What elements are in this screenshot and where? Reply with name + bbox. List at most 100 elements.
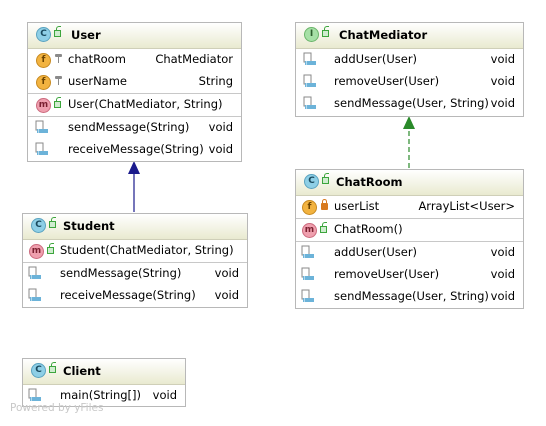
svg-text:J: J <box>303 298 305 303</box>
abstract-method-icon: J <box>301 245 314 259</box>
abstract-method-icon: J <box>35 120 48 134</box>
field-row[interactable]: f userName String <box>28 71 241 93</box>
return-type: void <box>214 266 239 280</box>
class-icon: C <box>304 174 319 189</box>
return-type: void <box>152 388 177 402</box>
constructor-signature: Student(ChatMediator, String) <box>60 243 234 257</box>
method-signature: main(String[]) <box>60 388 141 402</box>
svg-text:J: J <box>303 276 305 281</box>
return-type: void <box>490 52 515 66</box>
inheritance-arrowhead <box>128 161 140 174</box>
svg-text:J: J <box>305 83 307 88</box>
constructor-row[interactable]: m User(ChatMediator, String) <box>28 93 241 116</box>
constructor-row[interactable]: m Student(ChatMediator, String) <box>23 240 247 262</box>
method-signature: addUser(User) <box>334 245 418 259</box>
field-row[interactable]: f chatRoom ChatMediator <box>28 49 241 71</box>
method-icon: m <box>29 244 44 259</box>
abstract-method-icon: J <box>28 266 41 280</box>
public-visibility-icon <box>322 173 329 184</box>
svg-text:J: J <box>305 105 307 110</box>
interface-name: ChatMediator <box>339 28 428 42</box>
constructor-signature: ChatRoom() <box>334 222 403 236</box>
package-visibility-icon <box>55 76 62 85</box>
constructor-row[interactable]: m ChatRoom() <box>296 218 523 241</box>
class-header: C ChatRoom <box>296 170 523 196</box>
return-type: void <box>490 96 515 110</box>
class-student[interactable]: C Student m Student(ChatMediator, String… <box>22 213 248 308</box>
method-row[interactable]: J removeUser(User) void <box>296 264 523 286</box>
field-type: String <box>198 74 233 88</box>
constructor-signature: User(ChatMediator, String) <box>68 97 223 111</box>
method-row[interactable]: J sendMessage(User, String) void <box>296 93 523 115</box>
return-type: void <box>490 267 515 281</box>
interface-chatmediator[interactable]: I ChatMediator J addUser(User) void J re… <box>295 22 524 117</box>
class-header: C User <box>28 23 241 49</box>
abstract-method-icon: J <box>28 288 41 302</box>
class-client[interactable]: C Client J main(String[]) void <box>22 358 186 407</box>
method-row[interactable]: J main(String[]) void <box>23 385 185 407</box>
class-user[interactable]: C User f chatRoom ChatMediator f userNam… <box>27 22 242 162</box>
field-name: userList <box>334 199 380 213</box>
method-signature: removeUser(User) <box>334 267 440 281</box>
return-type: void <box>490 289 515 303</box>
class-header: C Student <box>23 214 247 240</box>
field-name: userName <box>68 74 128 88</box>
public-visibility-icon <box>322 26 329 37</box>
method-row[interactable]: J receiveMessage(String) void <box>23 285 247 307</box>
field-name: chatRoom <box>68 52 126 66</box>
abstract-method-icon: J <box>301 267 314 281</box>
class-name: Client <box>63 364 101 378</box>
return-type: void <box>208 120 233 134</box>
interface-icon: I <box>304 27 319 42</box>
public-visibility-icon <box>47 243 54 254</box>
method-row[interactable]: J addUser(User) void <box>296 241 523 264</box>
method-row[interactable]: J receiveMessage(String) void <box>28 139 241 161</box>
public-visibility-icon <box>49 362 56 373</box>
svg-text:J: J <box>303 254 305 259</box>
field-type: ChatMediator <box>155 52 233 66</box>
public-visibility-icon <box>320 222 327 233</box>
class-name: User <box>71 28 101 42</box>
abstract-method-icon: J <box>303 96 316 110</box>
private-lock-icon <box>321 199 328 210</box>
return-type: void <box>490 74 515 88</box>
method-signature: removeUser(User) <box>334 74 440 88</box>
abstract-method-icon: J <box>303 52 316 66</box>
package-visibility-icon <box>55 54 62 63</box>
return-type: void <box>208 142 233 156</box>
svg-text:J: J <box>30 275 32 280</box>
method-row[interactable]: J sendMessage(String) void <box>23 262 247 285</box>
class-icon: C <box>36 27 51 42</box>
return-type: void <box>490 245 515 259</box>
svg-text:J: J <box>30 297 32 302</box>
method-row[interactable]: J addUser(User) void <box>296 49 523 71</box>
method-row[interactable]: J removeUser(User) void <box>296 71 523 93</box>
field-icon: f <box>302 200 317 215</box>
method-signature: sendMessage(User, String) <box>334 96 489 110</box>
method-icon: m <box>302 223 317 238</box>
realization-arrowhead <box>403 116 415 129</box>
field-icon: f <box>36 75 51 90</box>
class-name: ChatRoom <box>336 175 403 189</box>
class-icon: C <box>31 363 46 378</box>
field-icon: f <box>36 53 51 68</box>
public-visibility-icon <box>54 97 61 108</box>
field-type: ArrayList<User> <box>418 199 515 213</box>
method-row[interactable]: J sendMessage(String) void <box>28 116 241 139</box>
abstract-method-icon: J <box>303 74 316 88</box>
method-signature: receiveMessage(String) <box>68 142 204 156</box>
method-signature: sendMessage(String) <box>68 120 190 134</box>
abstract-method-icon: J <box>28 388 41 402</box>
method-signature: receiveMessage(String) <box>60 288 196 302</box>
public-visibility-icon <box>49 217 56 228</box>
method-signature: sendMessage(User, String) <box>334 289 489 303</box>
watermark: Powered by yFiles <box>10 402 104 414</box>
method-row[interactable]: J sendMessage(User, String) void <box>296 286 523 308</box>
svg-text:J: J <box>30 397 32 402</box>
svg-text:J: J <box>37 129 39 134</box>
return-type: void <box>214 288 239 302</box>
abstract-method-icon: J <box>301 289 314 303</box>
class-chatroom[interactable]: C ChatRoom f userList ArrayList<User> m … <box>295 169 524 309</box>
class-header: I ChatMediator <box>296 23 523 49</box>
field-row[interactable]: f userList ArrayList<User> <box>296 196 523 218</box>
